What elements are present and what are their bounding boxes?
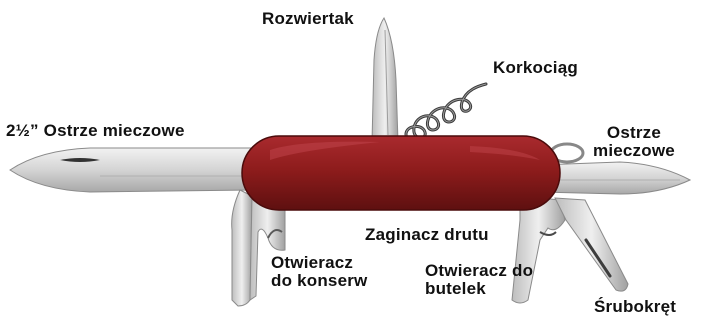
red-handle bbox=[242, 136, 560, 210]
label-can-opener-line2: do konserw bbox=[271, 272, 367, 290]
label-small-blade-line2: mieczowe bbox=[593, 142, 675, 160]
label-screwdriver: Śrubokręt bbox=[594, 298, 676, 316]
label-can-opener-line1: Otwieracz bbox=[271, 254, 367, 272]
small-blade bbox=[540, 162, 690, 194]
label-small-blade-line1: Ostrze bbox=[593, 124, 675, 142]
label-wire-stripper-text: Zaginacz drutu bbox=[365, 226, 489, 244]
label-reamer: Rozwiertak bbox=[262, 10, 354, 28]
label-wire-stripper: Zaginacz drutu bbox=[365, 226, 489, 244]
label-large-blade-text: 2½” Ostrze mieczowe bbox=[6, 122, 185, 140]
reamer-tool bbox=[372, 18, 398, 142]
large-blade bbox=[10, 148, 252, 192]
screwdriver-tool bbox=[555, 198, 628, 291]
corkscrew-tool bbox=[406, 84, 486, 140]
label-large-blade: 2½” Ostrze mieczowe bbox=[6, 122, 185, 140]
label-corkscrew: Korkociąg bbox=[493, 59, 578, 77]
label-bottle-opener: Otwieracz do butelek bbox=[425, 262, 533, 298]
label-bottle-opener-line1: Otwieracz do bbox=[425, 262, 533, 280]
label-can-opener: Otwieracz do konserw bbox=[271, 254, 367, 290]
label-small-blade: Ostrze mieczowe bbox=[593, 124, 675, 160]
label-reamer-text: Rozwiertak bbox=[262, 10, 354, 28]
label-corkscrew-text: Korkociąg bbox=[493, 59, 578, 77]
label-screwdriver-text: Śrubokręt bbox=[594, 298, 676, 316]
label-bottle-opener-line2: butelek bbox=[425, 280, 533, 298]
